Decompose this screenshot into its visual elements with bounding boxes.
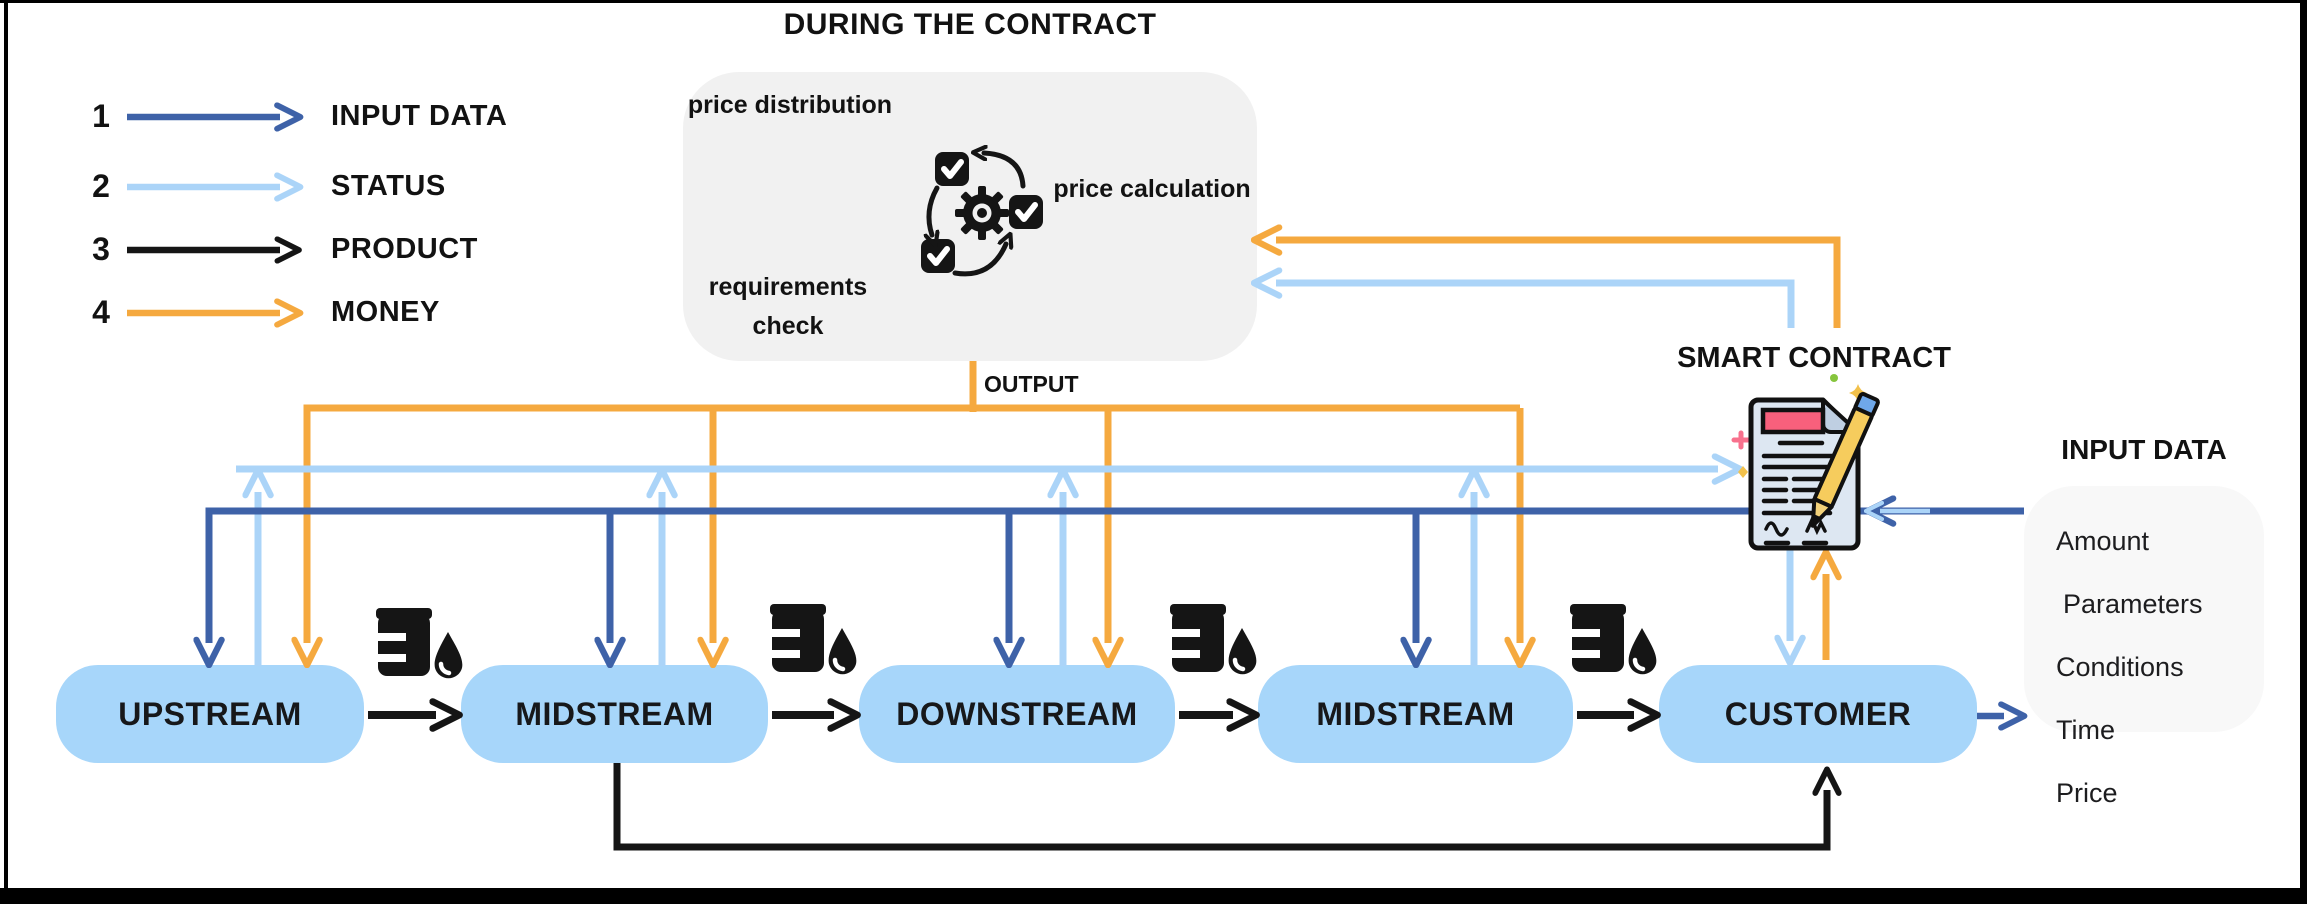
- node-downstream: DOWNSTREAM: [859, 665, 1175, 763]
- input-data-title: INPUT DATA: [2061, 434, 2227, 465]
- during-contract-title: DURING THE CONTRACT: [783, 8, 1157, 41]
- document-header: [1760, 407, 1826, 435]
- input-data-item-price: Price: [2056, 778, 2118, 808]
- sparkle-icon: [1830, 374, 1838, 382]
- step-requirements-check: requirements check: [708, 273, 868, 340]
- oil-barrel-icon: [1568, 604, 1656, 674]
- node-label: UPSTREAM: [118, 695, 302, 732]
- oil-barrel-icon: [374, 608, 462, 678]
- frame-border-right: [2300, 0, 2307, 904]
- node-customer: CUSTOMER: [1659, 665, 1977, 763]
- node-label: MIDSTREAM: [515, 695, 714, 732]
- frame-border-top: [0, 0, 2307, 3]
- legend-num-4: 4: [92, 294, 110, 330]
- input-data-item-time: Time: [2056, 715, 2115, 745]
- step-price-distribution: price distribution: [687, 91, 893, 119]
- node-label: DOWNSTREAM: [896, 695, 1138, 732]
- output-label: OUTPUT: [984, 371, 1079, 397]
- step-price-calculation: price calculation: [1053, 175, 1251, 203]
- pen-icon: [1810, 392, 1880, 528]
- input-data-list: Amount Parameters Conditions Time Price: [2056, 501, 2203, 834]
- legend-label-input-data: INPUT DATA: [331, 100, 508, 132]
- frame-border-left: [4, 0, 8, 904]
- legend-num-3: 3: [92, 231, 110, 267]
- legend-num-2: 2: [92, 168, 110, 204]
- input-data-item-parameters: Parameters: [2063, 589, 2203, 619]
- sparkle-icon: [1849, 384, 1867, 402]
- legend-num-1: 1: [92, 98, 110, 134]
- node-midstream-1: MIDSTREAM: [461, 665, 768, 763]
- legend-label-product: PRODUCT: [331, 233, 478, 265]
- input-data-item-conditions: Conditions: [2056, 652, 2184, 682]
- node-label: MIDSTREAM: [1316, 695, 1515, 732]
- legend-label-money: MONEY: [331, 296, 440, 328]
- smart-contract-label: SMART CONTRACT: [1677, 342, 1951, 374]
- legend-label-status: STATUS: [331, 170, 446, 202]
- oil-barrel-icon: [1168, 604, 1256, 674]
- sparkle-icon: [1738, 466, 1748, 478]
- frame-border-bottom: [0, 888, 2307, 904]
- signature-squiggle: [1805, 515, 1827, 536]
- oil-barrel-icon: [768, 604, 856, 674]
- sparkle-icon: [1731, 430, 1751, 450]
- node-midstream-2: MIDSTREAM: [1258, 665, 1573, 763]
- node-upstream: UPSTREAM: [56, 665, 364, 763]
- input-data-item-amount: Amount: [2056, 526, 2150, 556]
- input-data-list-panel: [2024, 486, 2264, 732]
- node-label: CUSTOMER: [1724, 695, 1912, 732]
- legend-arrows: [127, 102, 304, 328]
- signature-squiggle: [1764, 521, 1789, 537]
- smart-contract-document-icon: [1731, 374, 1880, 551]
